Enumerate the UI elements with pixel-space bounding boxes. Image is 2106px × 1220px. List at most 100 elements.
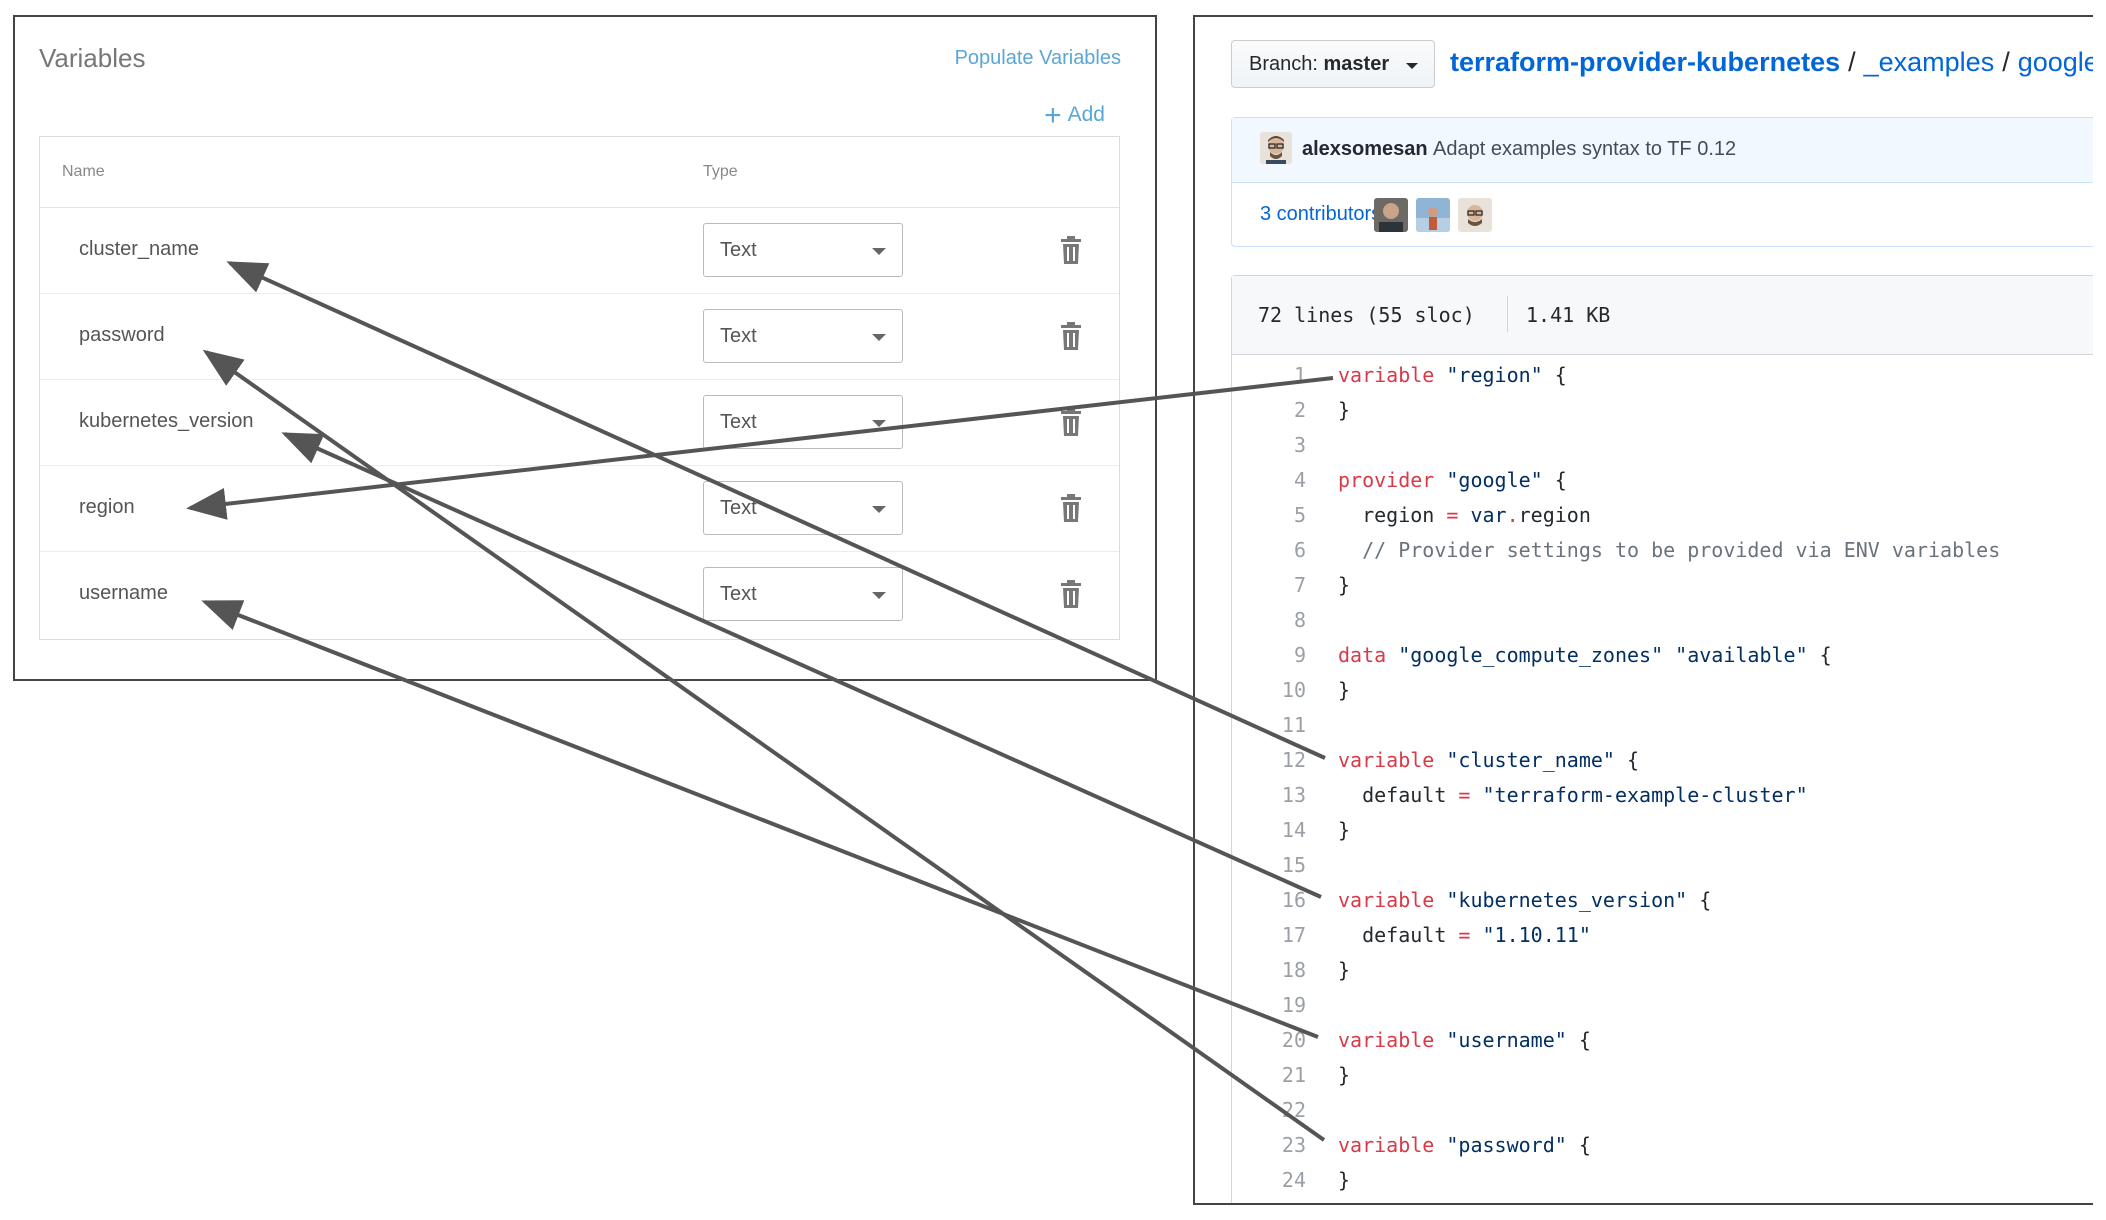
type-select[interactable]: Text [703, 567, 903, 621]
line-number[interactable]: 22 [1281, 1098, 1306, 1122]
code-line: 8 [1232, 603, 2093, 638]
breadcrumb-subfolder-link[interactable]: google [2017, 47, 2093, 77]
file-size: 1.41 KB [1526, 303, 1611, 327]
commit-message-link[interactable]: Adapt examples syntax to TF 0.12 [1433, 138, 1737, 160]
table-row: cluster_name Text [40, 208, 1119, 294]
line-number[interactable]: 12 [1281, 748, 1306, 772]
code-line: 12 variable "cluster_name" { [1232, 743, 2093, 778]
breadcrumb-folder-link[interactable]: _examples [1863, 47, 1995, 77]
line-number[interactable]: 9 [1293, 643, 1306, 667]
line-number[interactable]: 11 [1281, 713, 1306, 737]
line-content: } [1338, 398, 1351, 422]
line-number[interactable]: 7 [1293, 573, 1306, 597]
avatar[interactable] [1458, 198, 1492, 232]
line-number[interactable]: 13 [1281, 783, 1306, 807]
code-line: 16 variable "kubernetes_version" { [1232, 883, 2093, 918]
variable-name: kubernetes_version [79, 410, 254, 432]
code-line: 5 region = var.region [1232, 498, 2093, 533]
branch-select-button[interactable]: Branch: master [1231, 40, 1435, 88]
table-row: username Text [40, 552, 1119, 638]
chevron-down-icon [872, 592, 886, 599]
line-number[interactable]: 21 [1281, 1063, 1306, 1087]
type-select-value: Text [720, 583, 757, 605]
code-line: 21} [1232, 1058, 2093, 1093]
trash-icon[interactable] [1060, 236, 1082, 264]
code-line: 19 [1232, 988, 2093, 1023]
line-content: // Provider settings to be provided via … [1338, 538, 2001, 562]
line-content: } [1338, 573, 1351, 597]
line-number[interactable]: 1 [1293, 363, 1306, 387]
line-content: } [1338, 1063, 1351, 1087]
line-number[interactable]: 18 [1281, 958, 1306, 982]
variables-title: Variables [39, 43, 146, 73]
line-number[interactable]: 16 [1281, 888, 1306, 912]
line-number[interactable]: 4 [1293, 468, 1306, 492]
code-line: 7} [1232, 568, 2093, 603]
type-select[interactable]: Text [703, 223, 903, 277]
code-line: 6 // Provider settings to be provided vi… [1232, 533, 2093, 568]
trash-icon[interactable] [1060, 494, 1082, 522]
line-number[interactable]: 5 [1293, 503, 1306, 527]
type-select-value: Text [720, 325, 757, 347]
line-content: variable "password" { [1338, 1133, 1591, 1157]
populate-variables-link[interactable]: Populate Variables [954, 47, 1121, 69]
code-line: 20 variable "username" { [1232, 1023, 2093, 1058]
type-select[interactable]: Text [703, 309, 903, 363]
type-select[interactable]: Text [703, 481, 903, 535]
line-number[interactable]: 3 [1293, 433, 1306, 457]
code-line: 3 [1232, 428, 2093, 463]
line-number[interactable]: 6 [1293, 538, 1306, 562]
column-header-name: Name [62, 163, 105, 180]
line-number[interactable]: 10 [1281, 678, 1306, 702]
trash-icon[interactable] [1060, 322, 1082, 350]
add-label: Add [1067, 103, 1105, 126]
code-line: 13 default = "terraform-example-cluster" [1232, 778, 2093, 813]
type-select[interactable]: Text [703, 395, 903, 449]
line-content: region = var.region [1338, 503, 1591, 527]
line-content: variable "username" { [1338, 1028, 1591, 1052]
code-line: 23 variable "password" { [1232, 1128, 2093, 1163]
line-content: } [1338, 678, 1351, 702]
code-line: 10} [1232, 673, 2093, 708]
chevron-down-icon [872, 420, 886, 427]
variable-name: username [79, 582, 168, 604]
line-content: variable "cluster_name" { [1338, 748, 1640, 772]
code-line: 22 [1232, 1093, 2093, 1128]
contributors-link[interactable]: 3 contributors [1260, 203, 1382, 225]
line-content: variable "kubernetes_version" { [1338, 888, 1712, 912]
line-content: } [1338, 1168, 1351, 1192]
code-line: 24} [1232, 1163, 2093, 1198]
code-line: 14} [1232, 813, 2093, 848]
line-number[interactable]: 24 [1281, 1168, 1306, 1192]
type-select-value: Text [720, 497, 757, 519]
line-number[interactable]: 23 [1281, 1133, 1306, 1157]
avatar[interactable] [1260, 132, 1292, 164]
trash-icon[interactable] [1060, 408, 1082, 436]
code-line: 11 [1232, 708, 2093, 743]
table-row: password Text [40, 294, 1119, 380]
line-number[interactable]: 20 [1281, 1028, 1306, 1052]
line-number[interactable]: 14 [1281, 818, 1306, 842]
chevron-down-icon [872, 248, 886, 255]
variable-name: password [79, 324, 165, 346]
code-line: 17 default = "1.10.11" [1232, 918, 2093, 953]
table-row: kubernetes_version Text [40, 380, 1119, 466]
line-number[interactable]: 15 [1281, 853, 1306, 877]
breadcrumb-repo-link[interactable]: terraform-provider-kubernetes [1450, 47, 1841, 77]
line-number[interactable]: 19 [1281, 993, 1306, 1017]
variable-name: cluster_name [79, 238, 200, 260]
type-select-value: Text [720, 239, 757, 261]
code-line: 2} [1232, 393, 2093, 428]
commit-author-link[interactable]: alexsomesan [1302, 138, 1428, 160]
trash-icon[interactable] [1060, 580, 1082, 608]
line-number[interactable]: 2 [1293, 398, 1306, 422]
avatar[interactable] [1374, 198, 1408, 232]
line-number[interactable]: 17 [1281, 923, 1306, 947]
variable-name: region [79, 496, 135, 518]
add-variable-button[interactable]: +Add [1044, 99, 1105, 133]
avatar[interactable] [1416, 198, 1450, 232]
line-content: } [1338, 818, 1351, 842]
line-number[interactable]: 8 [1293, 608, 1306, 632]
